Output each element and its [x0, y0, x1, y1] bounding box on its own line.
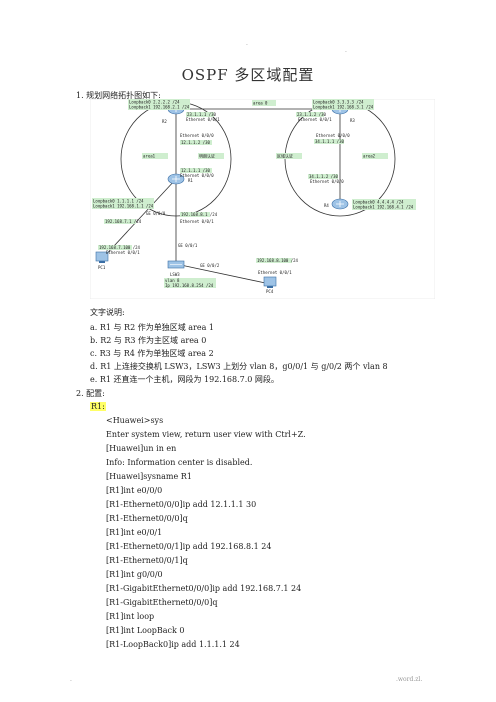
header-dot: .: [246, 40, 248, 47]
config-line: [R1-LoopBack0]ip add 1.1.1.1 24: [106, 640, 240, 649]
r2-loopback0-label: Loopback0 2.2.2.2 /24: [129, 100, 180, 105]
r1-ipg-label: 192.168.8.1 /24: [181, 212, 218, 217]
r2-e00-label: Ethernet 0/0/0: [180, 133, 214, 138]
config-line: [R1]int e0/0/1: [106, 528, 163, 537]
r4-loopback0-label: Loopback0 4.4.4.4 /24: [353, 200, 404, 205]
pc4-icon: [263, 276, 277, 288]
auth1-label: 明朗认证: [199, 153, 215, 159]
description-item-a: a. R1 与 R2 作为单独区域 area 1: [90, 323, 214, 332]
r1-loopback1-label: Loopback1 192.168.1.1 /24: [93, 204, 154, 209]
router-r1-icon: [167, 173, 185, 185]
footer-left: .: [70, 676, 72, 683]
pc4-name: PC4: [266, 289, 274, 294]
r1-e00-label: Ethernet 0/0/0: [180, 173, 214, 178]
config-line: [R1]int e0/0/0: [106, 486, 163, 495]
r2-e01-label: Ethernet 0/0/1: [186, 117, 220, 122]
header-dot: .: [345, 47, 347, 54]
r1-loopback0-label: Loopback0 1.1.1.1 /24: [93, 199, 144, 204]
lsw3-vlan-label: vlan 8: [165, 278, 180, 283]
r4-ip-label: 34.1.1.2 /30: [309, 174, 338, 179]
lsw3-g02-label: GE 0/0/2: [200, 263, 220, 268]
r3-loopback0-label: Loopback0 3.3.3.3 /24: [313, 100, 364, 105]
pc1-port-label: Ethernet 0/0/1: [106, 250, 140, 255]
r1-ge000-label: GE 0/0/0: [146, 211, 166, 216]
pc1-name: PC1: [98, 265, 106, 270]
router-r4-icon: [331, 198, 349, 210]
config-line: [R1]int LoopBack 0: [106, 626, 185, 635]
r3-ip1-label: 23.1.1.2 /30: [297, 112, 326, 117]
page-title: OSPF 多区域配置: [181, 66, 315, 84]
r2-loopback1-label: Loopback1 192.168.2.1 /24: [129, 105, 190, 110]
pc4-port-label: Ethernet 0/0/1: [258, 270, 292, 275]
step-2-heading: 2. 配置:: [76, 389, 105, 398]
r1-ip00-label: 12.1.1.1 /30: [181, 168, 210, 173]
config-line: [R1-Ethernet0/0/0]ip add 12.1.1.1 30: [106, 500, 257, 509]
lsw3-name: LSW3: [170, 272, 180, 277]
config-line: <Huawei>sys: [106, 416, 164, 425]
config-line: [Huawei]un in en: [106, 444, 177, 453]
r3-name: R3: [350, 118, 355, 123]
r3-ip2-label: 34.1.1.1 /30: [315, 139, 344, 144]
pc4-ip-label: 192.168.8.100 /24: [257, 258, 299, 263]
network-topology-diagram: Loopback0 2.2.2.2 /24 Loopback1 192.168.…: [90, 99, 435, 299]
config-line: [R1-GigabitEthernet0/0/0]ip add 192.168.…: [106, 584, 302, 593]
switch-lsw3-icon: [167, 260, 185, 269]
area2-label: area2: [363, 154, 376, 159]
description-heading: 文字说明:: [90, 308, 125, 317]
description-item-d: d. R1 上连接交换机 LSW3，LSW3 上划分 vlan 8，g0/0/1…: [90, 362, 388, 371]
config-line: Enter system view, return user view with…: [106, 430, 306, 439]
step-1-heading: 1. 规划网络拓扑图如下:: [76, 91, 161, 100]
lsw3-g01-label: GE 0/0/1: [178, 243, 198, 248]
area0-label: area 0: [253, 101, 268, 106]
config-line: [R1]int g0/0/0: [106, 570, 163, 579]
r1-ipe01-label: 192.168.7.1 /24: [105, 219, 142, 224]
r3-e01-label: Ethernet 0/0/1: [298, 117, 332, 122]
description-item-b: b. R2 与 R3 作为主区域 area 0: [90, 336, 207, 345]
pc1-ip-label: 192.168.7.100 /24: [99, 245, 141, 250]
description-item-c: c. R3 与 R4 作为单独区域 area 2: [90, 349, 214, 358]
config-line: [R1-GigabitEthernet0/0/0]q: [106, 598, 218, 607]
auth2-label: 区域认证: [277, 153, 293, 159]
r2-ip1-label: 23.1.1.1 /30: [187, 112, 216, 117]
r3-loopback1-label: Loopback1 192.168.3.1 /24: [313, 105, 374, 110]
r1-e01-label: Ethernet 0/0/1: [180, 219, 214, 224]
r4-e00-label: Ethernet 0/0/0: [310, 179, 344, 184]
config-line: [Huawei]sysname R1: [106, 472, 192, 481]
description-item-e: e. R1 还直连一个主机，网段为 192.168.7.0 网段。: [90, 375, 279, 384]
config-line: [R1]int loop: [106, 612, 155, 621]
r1-config-label: R1:: [90, 402, 106, 411]
lsw3-ip-label: Ip 192.168.8.254 /24: [165, 283, 214, 288]
footer-right: .word.zl.: [396, 676, 423, 683]
pc1-icon: [95, 251, 109, 263]
config-line: Info: Information center is disabled.: [106, 458, 253, 467]
r2-ip2-label: 12.1.1.2 /30: [181, 140, 210, 145]
r2-name: R2: [162, 119, 167, 124]
config-line: [R1-Ethernet0/0/1]q: [106, 556, 188, 565]
r4-name: R4: [324, 203, 329, 208]
r4-loopback1-label: Loopback1 192.168.4.1 /24: [353, 205, 414, 210]
config-line: [R1-Ethernet0/0/1]ip add 192.168.8.1 24: [106, 542, 272, 551]
area1-label: area1: [143, 154, 156, 159]
config-line: [R1-Ethernet0/0/0]q: [106, 514, 188, 523]
r1-name: R1: [188, 178, 193, 183]
r3-e00-label: Ethernet 0/0/0: [316, 133, 350, 138]
